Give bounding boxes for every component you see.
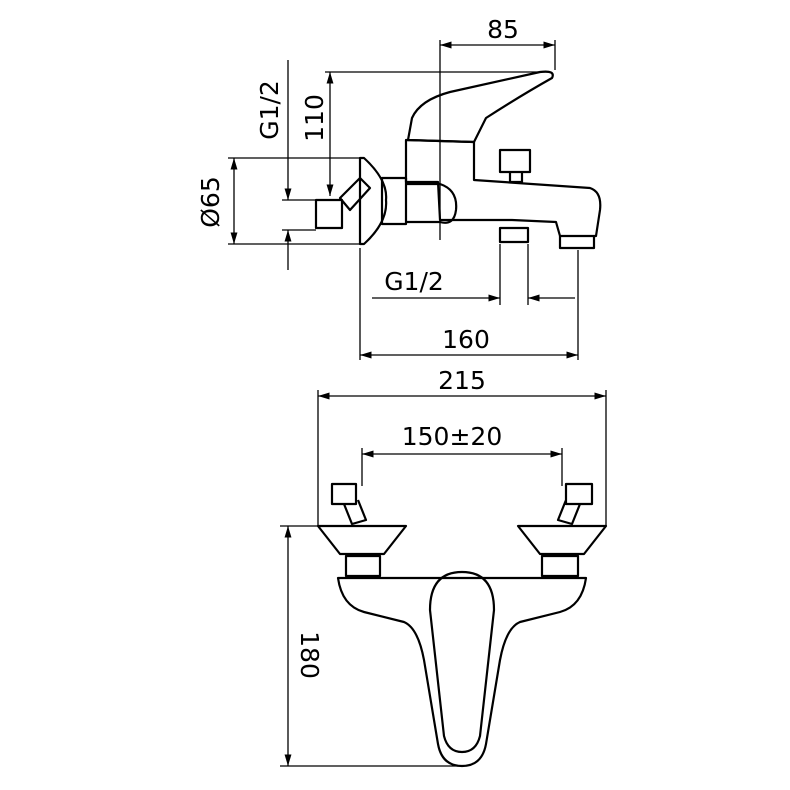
body (336, 576, 588, 768)
dim-spout-reach: 85 (487, 15, 519, 44)
eccentric-connector (314, 176, 372, 230)
mixer-body (404, 138, 602, 238)
right-flange (516, 524, 608, 556)
dim-outlet-thread: G1/2 (384, 267, 444, 296)
front-view (316, 482, 608, 768)
dim-handle-height: 110 (300, 94, 329, 142)
side-view (314, 70, 602, 250)
right-nut (540, 554, 580, 578)
front-dimensions: 215 150±20 180 (280, 366, 607, 767)
left-connector (330, 482, 368, 526)
left-nut (344, 554, 382, 578)
dim-height: 180 (295, 631, 324, 679)
dim-inlet-thread: G1/2 (255, 80, 284, 140)
dim-overall-width: 215 (438, 366, 486, 395)
lever-handle (428, 570, 496, 754)
dim-center-distance: 150±20 (402, 422, 502, 451)
right-connector (556, 482, 594, 526)
lower-outlet (498, 226, 530, 244)
outlet-aerator (558, 236, 596, 250)
side-dimensions: 85 110 G1/2 Ø65 G1/2 160 (196, 15, 579, 360)
wall-flange (358, 156, 388, 246)
dim-depth: 160 (442, 325, 490, 354)
handle-lever (406, 70, 554, 144)
diverter-knob (498, 148, 532, 184)
dim-flange-diameter: Ø65 (196, 176, 225, 228)
union-nut (380, 176, 458, 226)
left-flange (316, 524, 408, 556)
